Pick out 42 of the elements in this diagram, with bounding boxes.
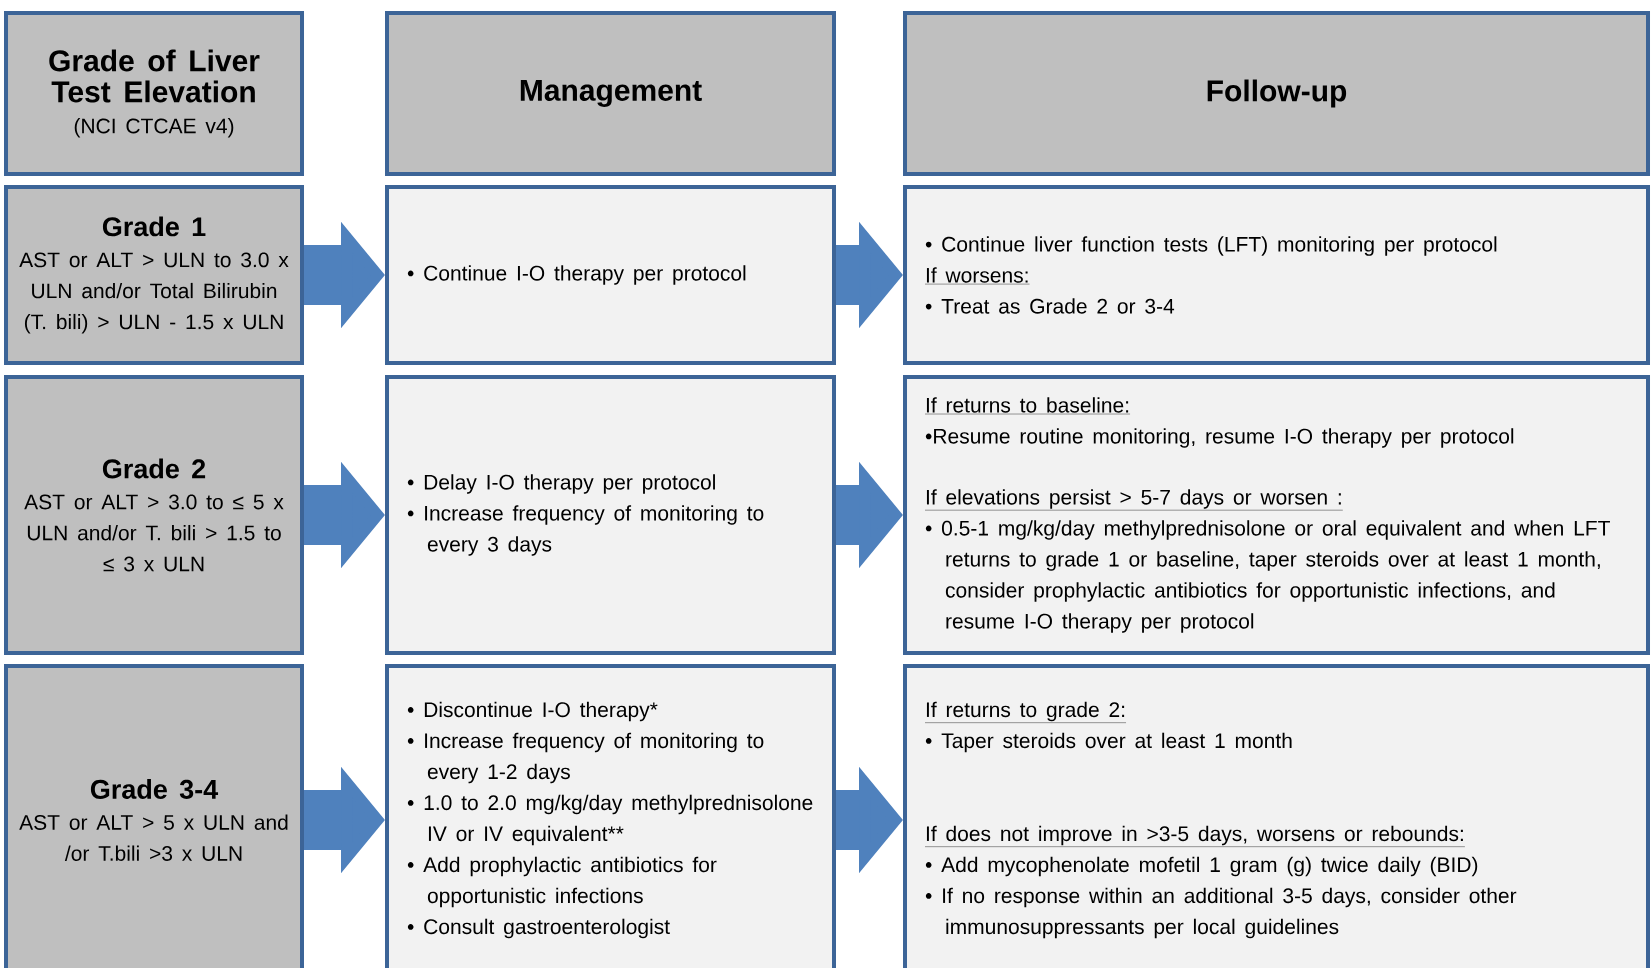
column-heading: Follow-up <box>1207 79 1347 108</box>
list-item: • Discontinue I-O therapy* <box>407 701 658 722</box>
table-cell <box>385 375 836 655</box>
list-item: • 1.0 to 2.0 mg/kg/day methylprednisolone IV or IV equivalent** <box>407 794 813 846</box>
condition-heading: If returns to baseline: <box>924 397 1131 415</box>
list-item: • If no response within an additional 3-5 days, consider other immunosuppressants per local guidelines <box>925 887 1517 939</box>
table-cell <box>4 11 304 176</box>
column-heading: Management <box>520 80 702 107</box>
grade-criteria: AST or ALT > ULN to 3.0 x ULN and/or Total Bilirubin (T. bili) > ULN - 1.5 x ULN <box>19 252 289 334</box>
grade-criteria: AST or ALT > 5 x ULN and /or T.bili >3 x ULN <box>19 814 288 861</box>
list-item: • Add prophylactic antibiotics for opportunistic infections <box>407 856 717 908</box>
grade-title: Grade 1 <box>102 216 206 237</box>
condition-heading: If returns to grade 2: <box>924 701 1127 723</box>
table-cell <box>903 664 1650 968</box>
column-subheading: (NCI CTCAE v4) <box>74 118 234 138</box>
table-cell <box>903 375 1650 655</box>
list-item: • 0.5-1 mg/kg/day methylprednisolone or oral equivalent and when LFT returns to grade 1 or baseline, taper steroids over at least 1 month, consider prophylactic antibiotics for opportunistic infections, and resume I-O therapy per protocol <box>925 520 1610 633</box>
table-cell <box>4 375 304 655</box>
table-cell <box>385 185 836 365</box>
condition-heading: If elevations persist > 5-7 days or worsen : <box>924 489 1343 511</box>
list-item: • Continue liver function tests (LFT) monitoring per protocol <box>925 236 1497 256</box>
condition-heading: If worsens: <box>924 267 1030 285</box>
grade-title: Grade 3-4 <box>90 779 219 799</box>
list-item: • Taper steroids over at least 1 month <box>925 732 1292 753</box>
list-item: •Resume routine monitoring, resume I-O therapy per protocol <box>925 428 1514 448</box>
list-item: • Delay I-O therapy per protocol <box>407 474 715 494</box>
grade-criteria: AST or ALT > 3.0 to ≤ 5 x ULN and/or T. bili > 1.5 to ≤ 3 x ULN <box>24 494 284 572</box>
table-cell <box>385 11 836 176</box>
condition-heading: If does not improve in >3-5 days, worsens or rebounds: <box>924 825 1466 847</box>
list-item: • Treat as Grade 2 or 3-4 <box>925 298 1175 314</box>
table-cell <box>903 11 1650 176</box>
column-heading: Grade of Liver Test Elevation <box>49 49 260 103</box>
list-item: • Consult gastroenterologist <box>407 918 670 939</box>
table-cell <box>385 664 836 968</box>
table-cell <box>4 664 304 968</box>
list-item: • Continue I-O therapy per protocol <box>407 265 746 285</box>
table-cell <box>4 185 304 365</box>
list-item: • Increase frequency of monitoring to every 1-2 days <box>407 732 764 784</box>
grade-title: Grade 2 <box>102 458 206 479</box>
table-cell <box>903 185 1650 365</box>
list-item: • Increase frequency of monitoring to every 3 days <box>407 505 764 556</box>
list-item: • Add mycophenolate mofetil 1 gram (g) twice daily (BID) <box>925 856 1478 877</box>
